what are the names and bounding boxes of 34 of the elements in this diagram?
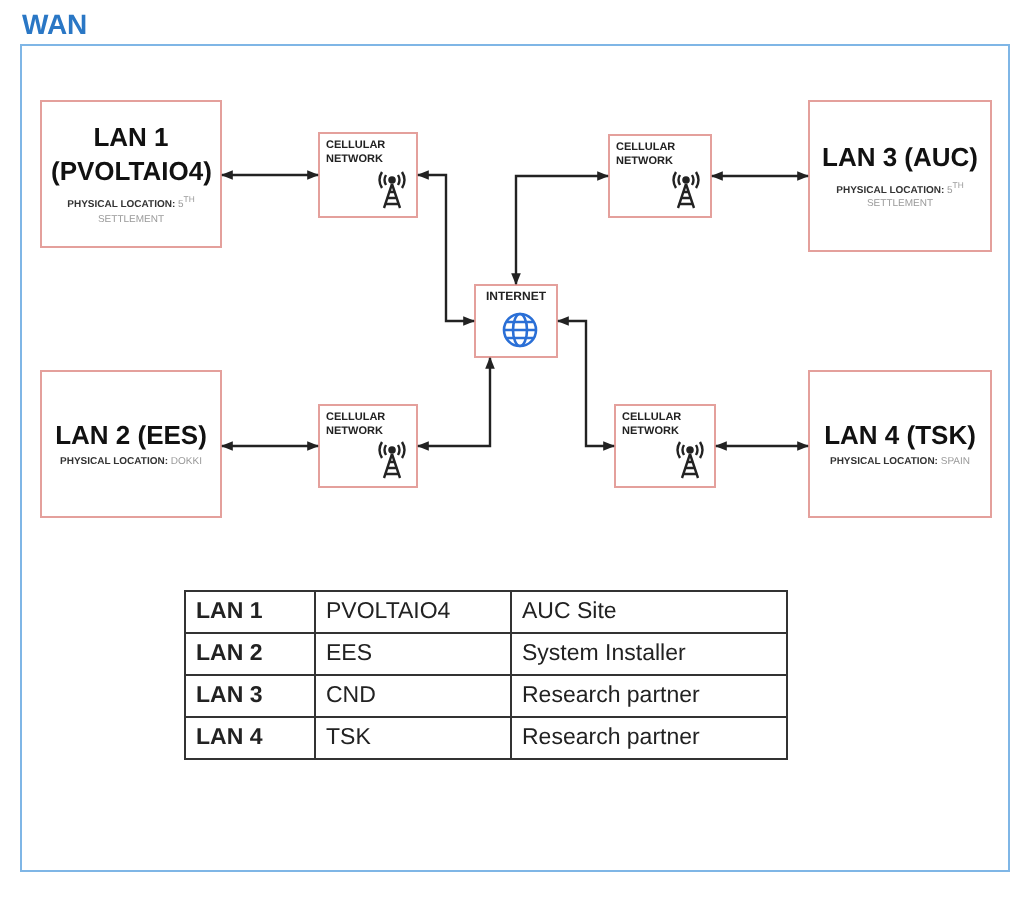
connector-arrow	[710, 171, 810, 181]
connector-arrow	[416, 356, 495, 451]
lan-title: LAN 3 (AUC)	[820, 139, 980, 174]
lan-id-cell: LAN 4	[185, 717, 315, 759]
cellular-network-box	[608, 134, 712, 218]
lan-title: LAN 4 (TSK)	[822, 418, 978, 452]
connector-arrow	[511, 171, 610, 286]
lan-name-cell: EES	[315, 633, 511, 675]
lan-name-cell: PVOLTAIO4	[315, 591, 511, 633]
lan-box	[40, 370, 222, 518]
role-cell: AUC Site	[511, 591, 787, 633]
lan-box	[808, 370, 992, 518]
cellular-network-box	[318, 404, 418, 488]
lan-id-cell: LAN 2	[185, 633, 315, 675]
connector-arrow	[556, 316, 616, 451]
role-cell: Research partner	[511, 717, 787, 759]
role-cell: Research partner	[511, 675, 787, 717]
lan-box	[808, 100, 992, 252]
lan-name-cell: CND	[315, 675, 511, 717]
connector-arrow	[714, 441, 810, 451]
lan-id-cell: LAN 1	[185, 591, 315, 633]
lan-title: LAN 2 (EES)	[53, 418, 209, 452]
lan-title: LAN 1 (PVOLTAIO4)	[51, 120, 211, 189]
lan-box	[40, 100, 222, 248]
connector-arrow	[220, 170, 320, 180]
connector-arrow	[220, 441, 320, 451]
connector-arrow	[416, 170, 476, 326]
role-cell: System Installer	[511, 633, 787, 675]
cellular-network-box	[614, 404, 716, 488]
internet-box	[474, 284, 558, 358]
cellular-network-box	[318, 132, 418, 218]
lan-name-cell: TSK	[315, 717, 511, 759]
lan-id-cell: LAN 3	[185, 675, 315, 717]
wan-title: WAN	[22, 8, 88, 40]
